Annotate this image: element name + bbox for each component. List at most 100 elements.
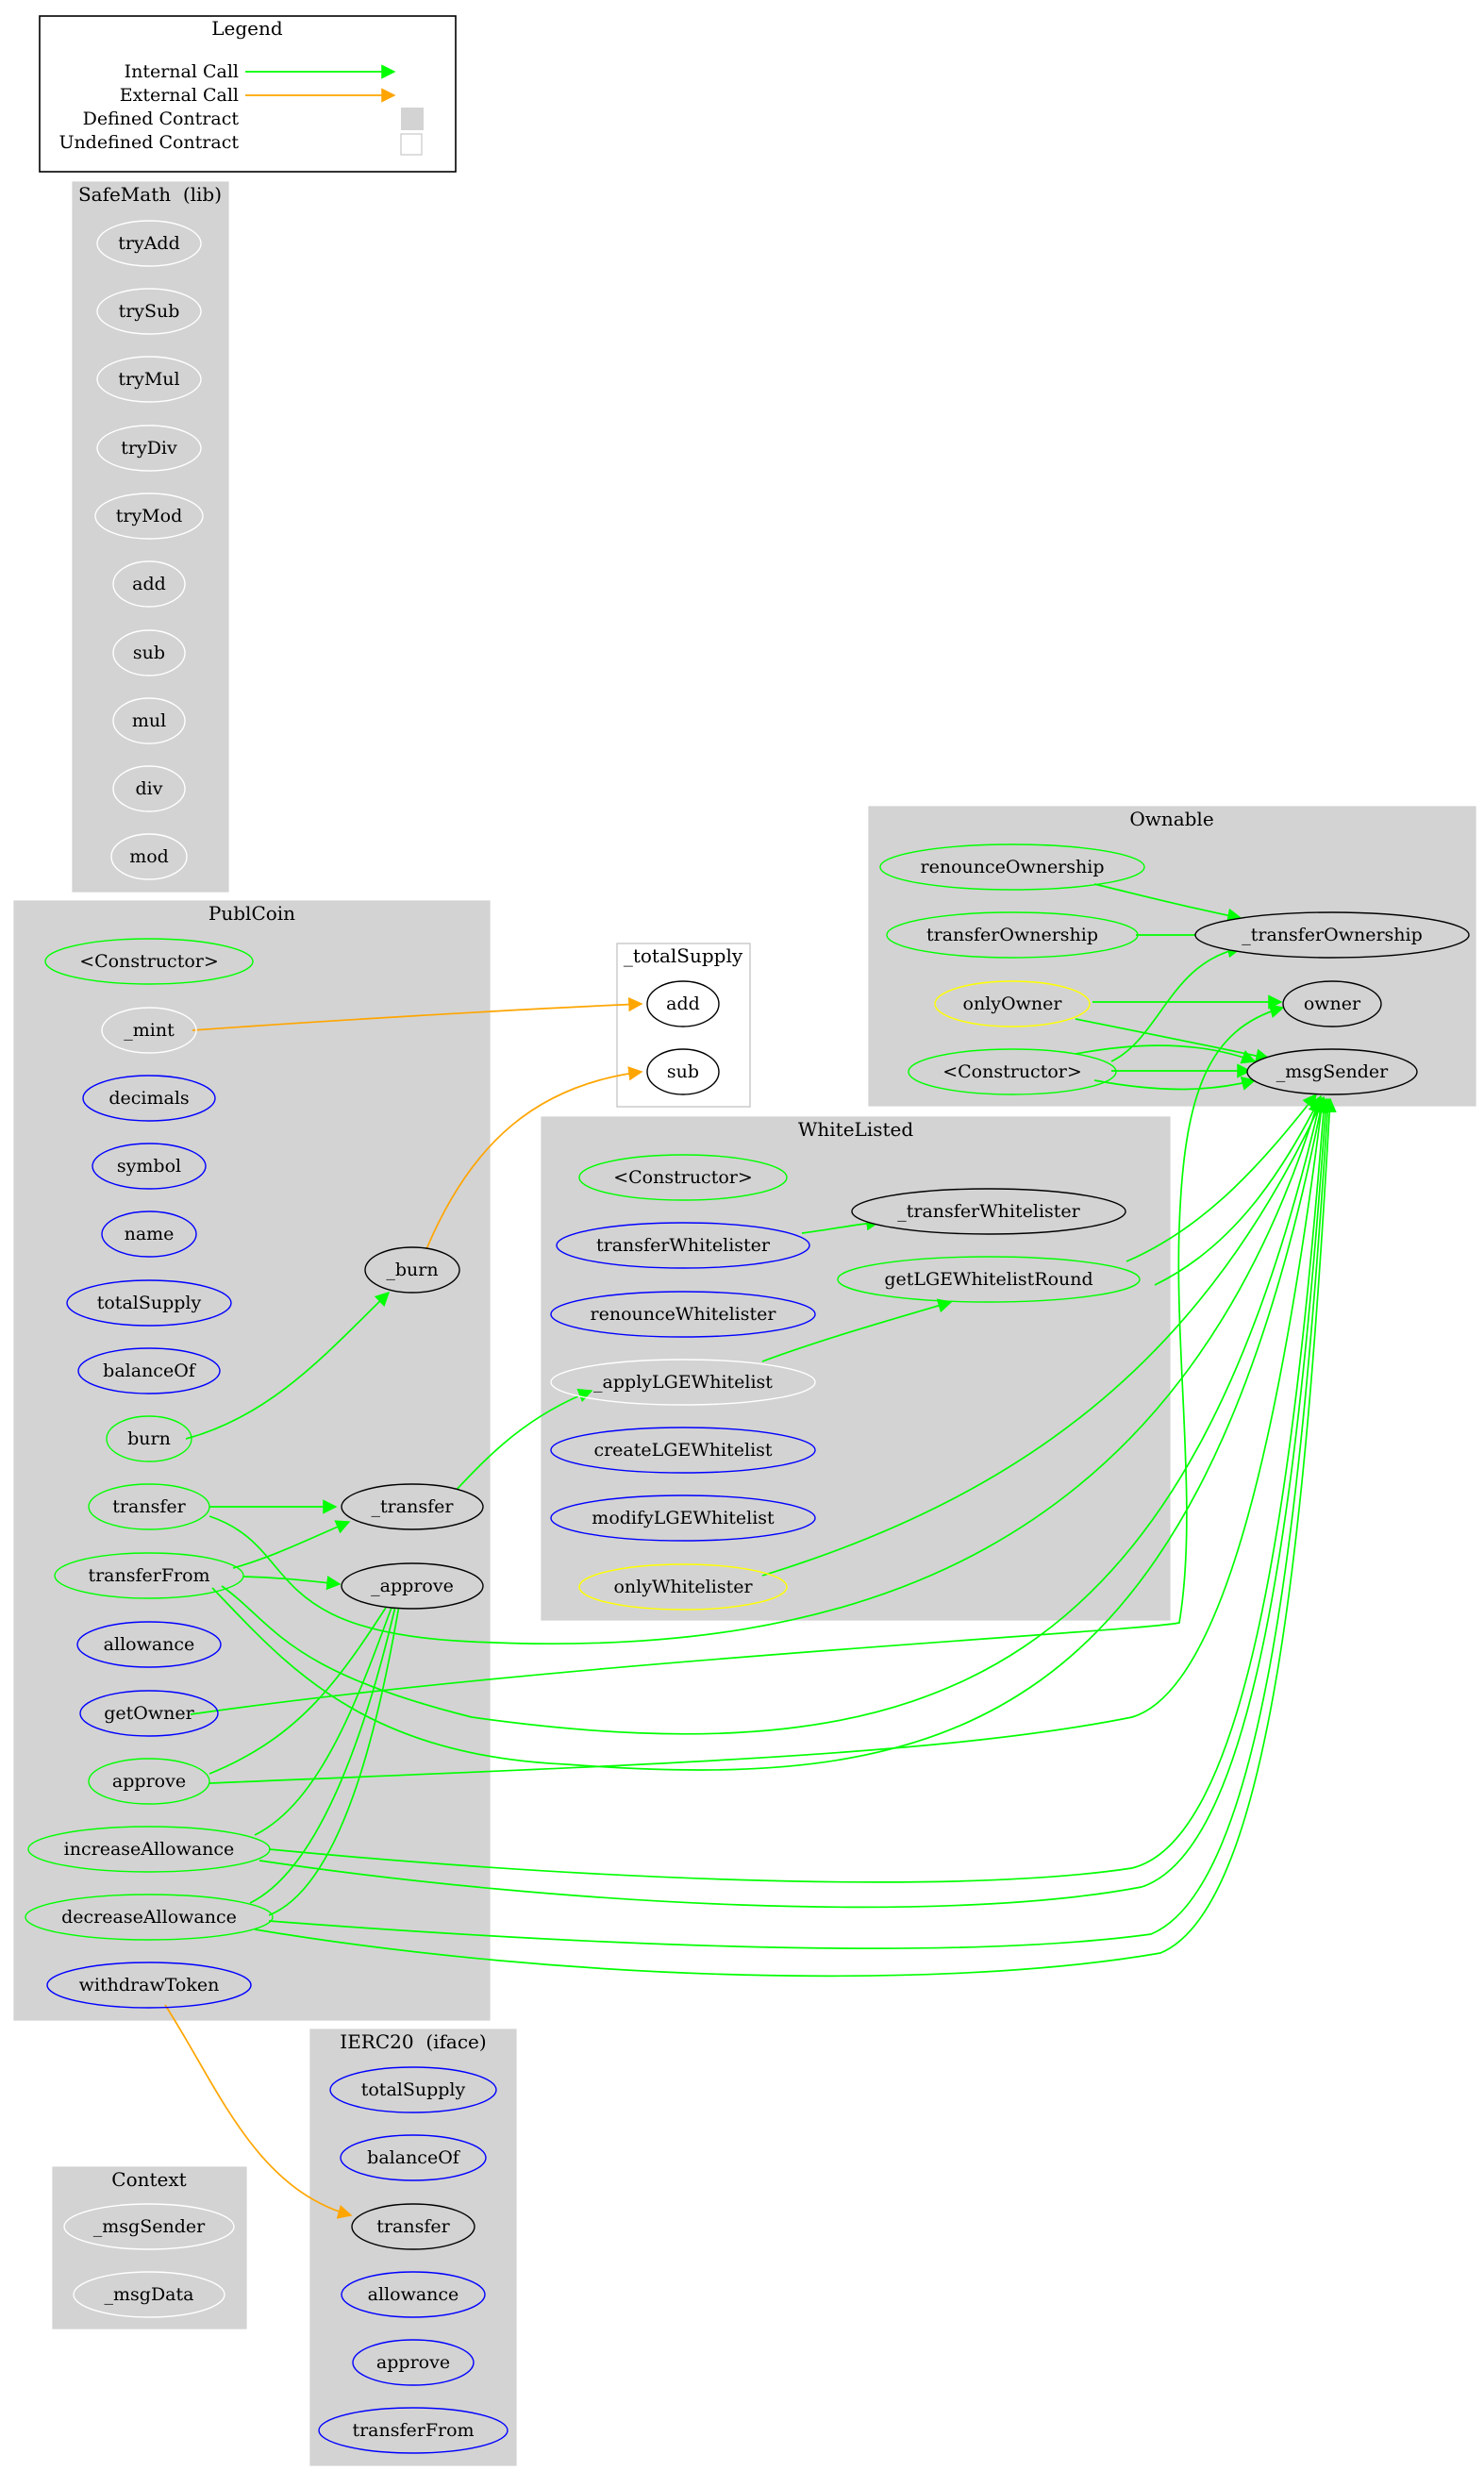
function-node[interactable]: tryMul: [96, 356, 202, 403]
node-shape: [879, 843, 1145, 891]
node-shape: [578, 1154, 788, 1201]
function-node[interactable]: balanceOf: [340, 2134, 487, 2181]
edge-pc_transferFrom-to-ow__msgSender: [221, 1097, 1326, 1735]
node-shape: [851, 1188, 1126, 1235]
function-node[interactable]: <Constructor>: [908, 1048, 1117, 1095]
node-shape: [110, 833, 188, 880]
node-label: burn: [127, 1428, 171, 1449]
function-node[interactable]: transferOwnership: [886, 911, 1139, 959]
function-node[interactable]: _msgSender: [1246, 1048, 1418, 1095]
function-node[interactable]: getOwner: [79, 1690, 219, 1737]
function-node[interactable]: createLGEWhitelist: [550, 1427, 816, 1474]
node-shape: [329, 2066, 497, 2113]
edge-ow_ctor-to-ow__msgSender: [1075, 1044, 1257, 1064]
function-node[interactable]: _mint: [101, 1007, 197, 1054]
function-node[interactable]: owner: [1282, 980, 1382, 1027]
node-label: trySub: [119, 301, 180, 322]
function-node[interactable]: burn: [106, 1415, 192, 1462]
function-node[interactable]: trySub: [96, 288, 202, 335]
node-shape: [63, 2203, 235, 2250]
node-shape: [112, 560, 186, 608]
function-node[interactable]: increaseAllowance: [27, 1826, 271, 1873]
node-label: _transfer: [372, 1496, 455, 1517]
function-node[interactable]: name: [101, 1210, 197, 1258]
function-node[interactable]: transfer: [351, 2203, 475, 2250]
function-node[interactable]: <Constructor>: [44, 938, 254, 985]
function-node[interactable]: approve: [88, 1758, 210, 1805]
node-shape: [101, 1007, 197, 1054]
function-node[interactable]: _transfer: [341, 1483, 484, 1530]
node-label: mul: [132, 710, 166, 731]
node-label: div: [136, 778, 163, 799]
node-label: _approve: [371, 1576, 454, 1596]
function-node[interactable]: tryDiv: [96, 425, 202, 472]
function-node[interactable]: decimals: [82, 1075, 216, 1122]
legend-external-call-label: External Call: [120, 85, 239, 106]
function-node[interactable]: approve: [352, 2339, 475, 2386]
node-label: tryAdd: [118, 233, 180, 254]
cluster-title: _totalSupply: [624, 944, 743, 967]
function-node[interactable]: transfer: [88, 1483, 210, 1530]
cluster-title: WhiteListed: [798, 1118, 914, 1141]
node-shape: [82, 1075, 216, 1122]
node-label: allowance: [368, 2284, 459, 2305]
function-node[interactable]: onlyOwner: [934, 980, 1091, 1027]
edge-pc_increaseAllowance-to-pc__approve: [254, 1593, 399, 1836]
node-shape: [112, 697, 186, 744]
function-node[interactable]: sub: [646, 1048, 720, 1095]
edge-pc_decreaseAllowance-to-pc__approve: [249, 1593, 403, 1904]
node-shape: [837, 1256, 1141, 1303]
function-node[interactable]: allowance: [341, 2271, 486, 2318]
function-node[interactable]: decreaseAllowance: [25, 1894, 274, 1941]
legend-title: Legend: [211, 17, 283, 40]
function-node[interactable]: _applyLGEWhitelist: [550, 1359, 816, 1406]
function-node[interactable]: allowance: [76, 1621, 222, 1668]
function-node[interactable]: sub: [112, 629, 186, 676]
function-node[interactable]: tryMod: [94, 493, 204, 540]
node-label: increaseAllowance: [64, 1839, 235, 1860]
node-shape: [341, 2271, 486, 2318]
function-node[interactable]: transferFrom: [54, 1552, 244, 1599]
function-node[interactable]: totalSupply: [329, 2066, 497, 2113]
function-node[interactable]: _transferOwnership: [1194, 911, 1470, 959]
node-label: add: [132, 574, 166, 594]
function-node[interactable]: _msgSender: [63, 2203, 235, 2250]
function-node[interactable]: mul: [112, 697, 186, 744]
function-node[interactable]: _msgData: [73, 2271, 225, 2318]
node-label: tryMod: [116, 506, 183, 526]
node-shape: [96, 220, 202, 267]
function-node[interactable]: onlyWhitelister: [578, 1563, 788, 1611]
function-node[interactable]: add: [646, 980, 720, 1027]
function-node[interactable]: balanceOf: [77, 1347, 221, 1394]
node-label: tryMul: [118, 369, 179, 390]
function-node[interactable]: _burn: [364, 1246, 460, 1294]
node-label: <Constructor>: [613, 1167, 753, 1188]
edge-pc_burn-to-pc__burn: [185, 1291, 391, 1440]
function-node[interactable]: renounceOwnership: [879, 843, 1145, 891]
function-node[interactable]: <Constructor>: [578, 1154, 788, 1201]
node-label: _mint: [124, 1020, 175, 1041]
function-node[interactable]: mod: [110, 833, 188, 880]
function-node[interactable]: renounceWhitelister: [550, 1291, 816, 1338]
node-shape: [77, 1347, 221, 1394]
function-node[interactable]: withdrawToken: [46, 1962, 252, 2009]
function-node[interactable]: add: [112, 560, 186, 608]
node-shape: [92, 1143, 207, 1190]
function-node[interactable]: div: [112, 765, 186, 812]
node-shape: [96, 356, 202, 403]
function-node[interactable]: getLGEWhitelistRound: [837, 1256, 1141, 1303]
cluster-title: SafeMath (lib): [78, 183, 222, 206]
node-label: transferWhitelister: [596, 1235, 771, 1256]
function-node[interactable]: tryAdd: [96, 220, 202, 267]
function-node[interactable]: transferFrom: [318, 2407, 509, 2454]
function-node[interactable]: totalSupply: [66, 1279, 232, 1327]
edge-ow_renounce-to-ow__transferOwnership: [1093, 883, 1242, 923]
function-node[interactable]: _approve: [341, 1562, 484, 1610]
function-node[interactable]: modifyLGEWhitelist: [550, 1494, 816, 1542]
cluster-totalsupply: _totalSupply: [616, 943, 751, 1108]
function-node[interactable]: _transferWhitelister: [851, 1188, 1126, 1235]
function-node[interactable]: transferWhitelister: [556, 1222, 810, 1269]
function-node[interactable]: symbol: [92, 1143, 207, 1190]
legend: Legend Internal Call External Call Defin…: [39, 15, 457, 173]
cluster-title: IERC20 (iface): [340, 2030, 486, 2053]
